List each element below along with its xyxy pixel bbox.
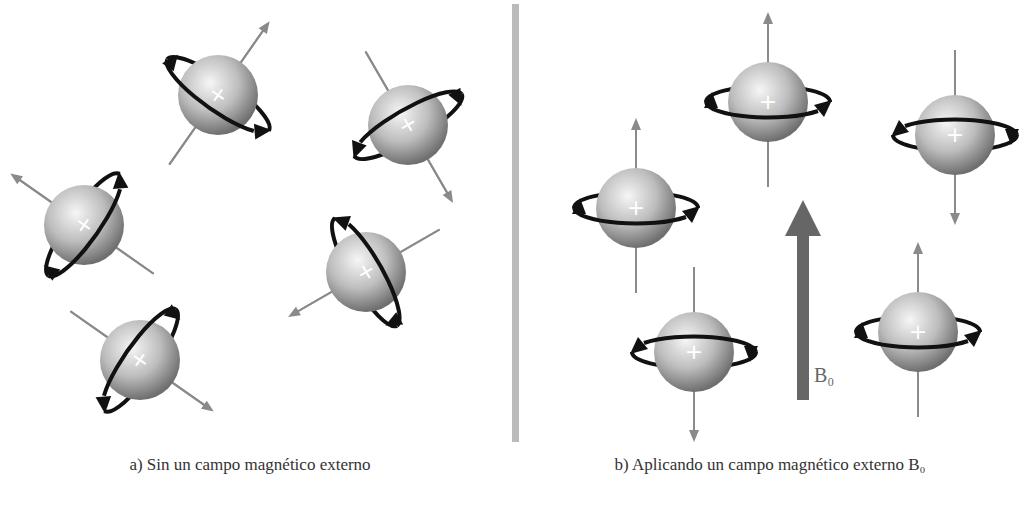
proton-spin — [704, 12, 832, 187]
panel-caption: a) Sin un campo magnético externo — [129, 455, 370, 475]
charge-sign: + — [909, 321, 927, 343]
charge-sign: + — [685, 341, 703, 363]
proton-spin — [310, 19, 507, 234]
proton-spin — [572, 118, 700, 293]
panel-divider — [512, 4, 519, 442]
proton-spin — [257, 174, 472, 371]
panel-caption: b) Aplicando un campo magnético externo … — [615, 455, 926, 475]
proton-spin — [117, 0, 321, 201]
proton-spin — [891, 50, 1019, 225]
proton-spin — [0, 123, 190, 327]
proton-spin — [854, 242, 982, 417]
charge-sign: + — [759, 91, 777, 113]
field-label: B₀ — [814, 364, 834, 387]
proton-spin — [34, 259, 250, 463]
charge-sign: + — [627, 197, 645, 219]
charge-sign: + — [946, 124, 964, 146]
proton-spin — [630, 267, 758, 442]
